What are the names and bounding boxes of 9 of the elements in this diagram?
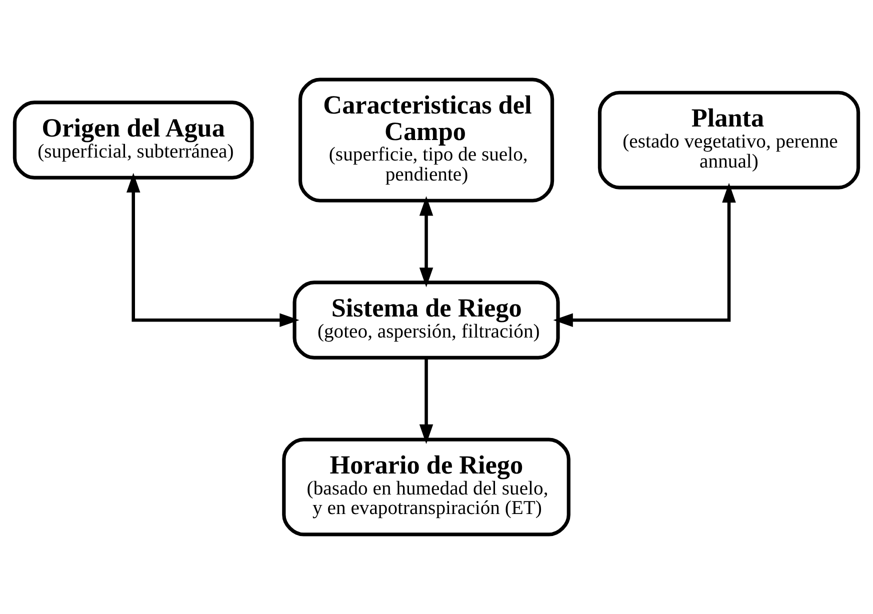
arrow — [419, 358, 434, 444]
node-box: Planta (estado vegetativo, perenne annual) — [598, 90, 860, 190]
node-box: Sistema de Riego (goteo, aspersión, filtración) — [292, 280, 560, 360]
arrow — [126, 172, 300, 327]
arrow — [553, 182, 736, 327]
node-box: Horario de Riego (basado en humedad del suelo, y en evapotranspiración (ET) — [282, 438, 570, 536]
node-box: Caracteristicas del Campo (superficie, tipo de suelo, pendiente) — [298, 78, 554, 202]
node-box: Origen del Agua (superficial, subterránea) — [12, 100, 254, 180]
arrow — [419, 196, 434, 288]
